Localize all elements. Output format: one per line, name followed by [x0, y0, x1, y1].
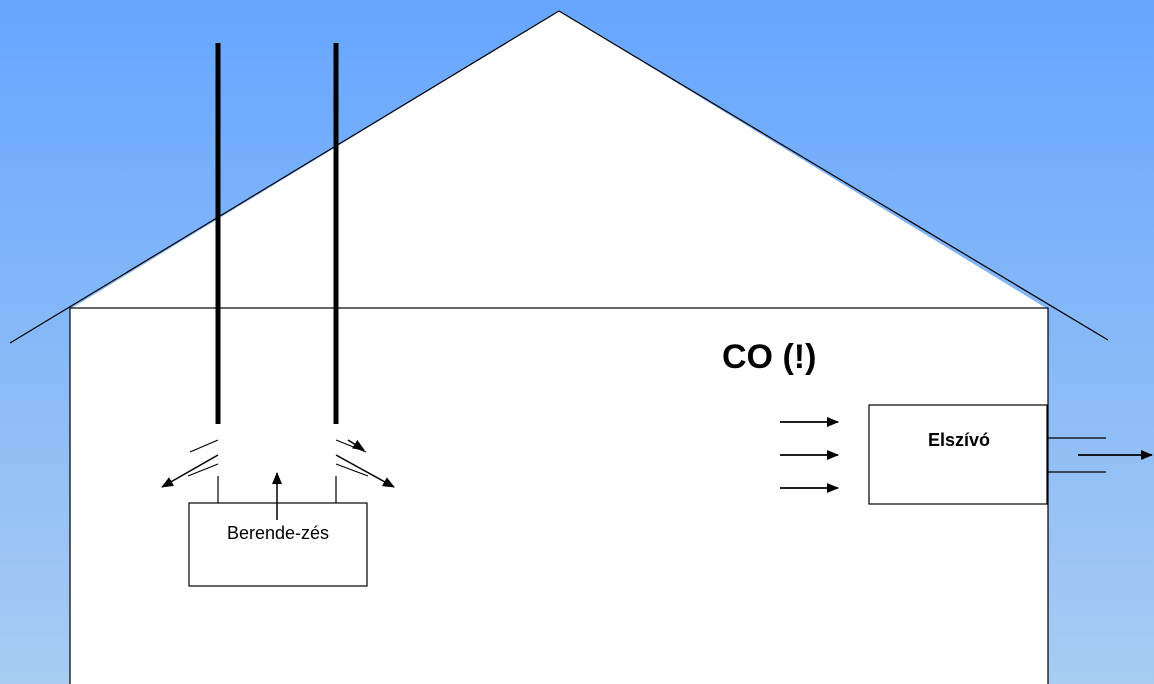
appliance-label: Berende-zés [227, 523, 329, 543]
roof-left-line [9, 10, 560, 344]
extractor-box [868, 404, 1048, 505]
extractor-label: Elszívó [928, 430, 990, 450]
hood-left-upper [189, 439, 219, 453]
appliance-box [188, 502, 368, 587]
spill-arrow-right [335, 454, 395, 488]
backdraft-arrow-right-in [347, 439, 365, 451]
roof-right-line [558, 10, 1109, 341]
roof-gable [72, 11, 1046, 308]
hood-left-lower [187, 463, 219, 477]
co-warning-label: CO (!) [722, 338, 816, 376]
hood-right-lower [335, 463, 369, 477]
spill-arrow-left [161, 454, 219, 488]
